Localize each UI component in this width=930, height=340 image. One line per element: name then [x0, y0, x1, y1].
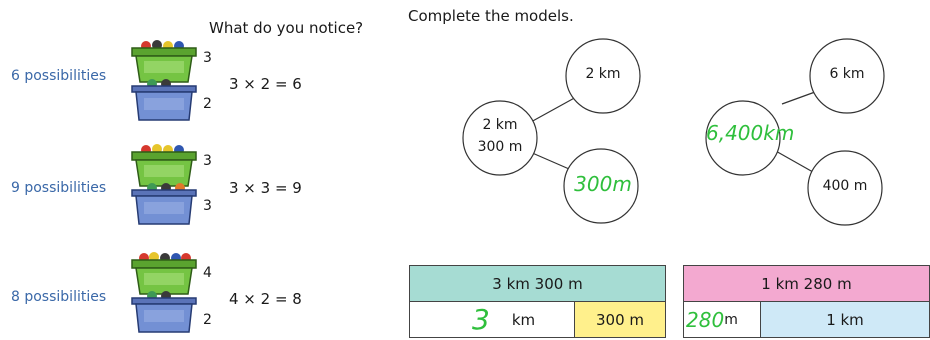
model2-part2-text: 400 m — [822, 178, 868, 194]
tub-top-3 — [131, 252, 197, 295]
row3-equation: 4 × 2 = 8 — [229, 290, 302, 308]
row3-bottom-number: 2 — [203, 312, 212, 328]
row3-top-number: 4 — [203, 265, 212, 281]
bar1-whole: 3 km 300 m — [409, 265, 666, 302]
row1-equation: 3 × 2 = 6 — [229, 75, 302, 93]
row2-label: 9 possibilities — [11, 180, 107, 196]
model1-whole-circle — [462, 100, 538, 176]
instruction-title: Complete the models. — [408, 7, 574, 25]
model1-whole-line1: 2 km — [482, 117, 518, 133]
row2-bottom-number: 3 — [203, 198, 212, 214]
tub-bottom-2 — [131, 183, 197, 225]
bar2-answer-cell: 280 m — [683, 301, 761, 338]
model1-part2-answer: 300m — [574, 172, 632, 196]
tub-bottom-1 — [131, 79, 197, 121]
bar2-unit: m — [724, 311, 738, 328]
bar2-answer: 280 — [686, 307, 725, 332]
model1-part1-circle — [565, 38, 641, 114]
bar1-answer-cell: 3 km — [409, 301, 575, 338]
row2-equation: 3 × 3 = 9 — [229, 179, 302, 197]
bar1-unit: km — [511, 310, 536, 329]
row1-top-number: 3 — [203, 50, 212, 66]
row2-top-number: 3 — [203, 153, 212, 169]
tub-top-1 — [131, 40, 197, 83]
model1-part1-text: 2 km — [585, 66, 621, 82]
model1-whole-line2: 300 m — [477, 139, 523, 155]
question-title: What do you notice? — [209, 19, 364, 37]
tub-top-2 — [131, 144, 197, 187]
row1-bottom-number: 2 — [203, 96, 212, 112]
model2-part1-circle — [809, 38, 885, 114]
row1-label: 6 possibilities — [11, 68, 107, 84]
bar2-part: 1 km — [760, 301, 930, 338]
model2-part1-text: 6 km — [829, 66, 865, 82]
bar1-answer: 3 — [472, 302, 490, 336]
model1-part2-circle — [563, 148, 639, 224]
bar1-part: 300 m — [574, 301, 666, 338]
row3-label: 8 possibilities — [11, 289, 107, 305]
tub-bottom-3 — [131, 291, 197, 333]
model1-whole-text: 2 km 300 m — [470, 114, 530, 158]
bar2-whole: 1 km 280 m — [683, 265, 930, 302]
model2-part2-circle — [807, 150, 883, 226]
model2-whole-answer: 6,400km — [706, 121, 795, 145]
model2-whole-circle — [705, 100, 781, 176]
